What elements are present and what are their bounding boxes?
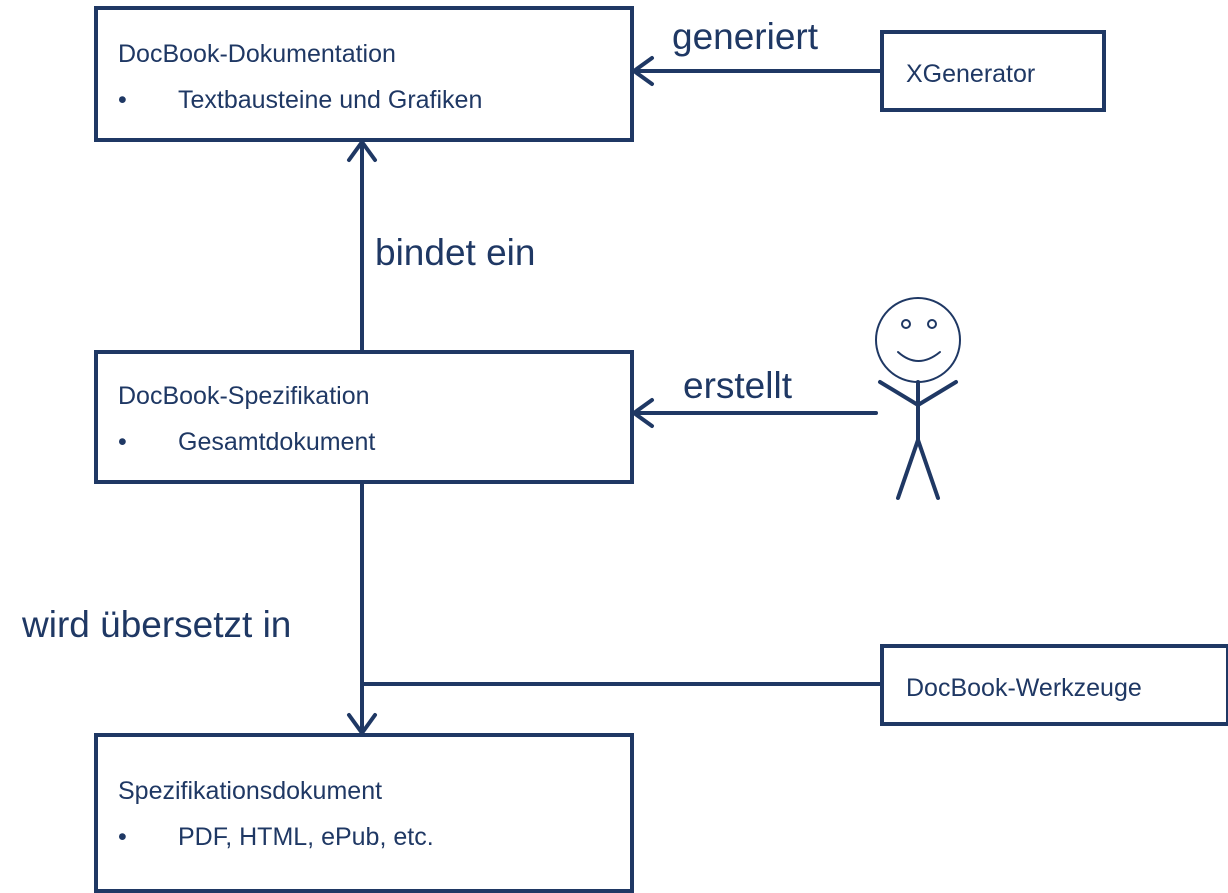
xgenerator-label: XGenerator bbox=[906, 60, 1036, 88]
edge-label-generiert: generiert bbox=[672, 16, 819, 57]
edge-label-uebersetzt: wird übersetzt in bbox=[22, 604, 292, 645]
connector-lines bbox=[347, 56, 961, 735]
arrowhead-erstellt bbox=[632, 398, 654, 428]
bullet-icon: • bbox=[118, 428, 127, 456]
bullet-icon: • bbox=[118, 823, 127, 851]
xgenerator-box: XGenerator bbox=[880, 30, 1106, 112]
docbook-specification-box: DocBook-Spezifikation • Gesamtdokument bbox=[94, 350, 634, 484]
stick-figure-icon bbox=[875, 297, 961, 500]
specification-document-item-text: PDF, HTML, ePub, etc. bbox=[178, 823, 434, 851]
docbook-documentation-title: DocBook-Dokumentation bbox=[118, 40, 396, 68]
docbook-tools-label: DocBook-Werkzeuge bbox=[906, 674, 1142, 702]
specification-document-title: Spezifikationsdokument bbox=[118, 777, 383, 805]
bullet-icon: • bbox=[118, 86, 127, 114]
docbook-documentation-box: DocBook-Dokumentation • Textbausteine un… bbox=[94, 6, 634, 142]
edge-label-erstellt: erstellt bbox=[683, 365, 792, 406]
edge-label-bindet-ein: bindet ein bbox=[375, 232, 536, 273]
docbook-tools-box: DocBook-Werkzeuge bbox=[880, 644, 1228, 726]
arrowhead-generiert bbox=[632, 56, 654, 86]
arrowhead-bindet-ein bbox=[347, 140, 377, 162]
specification-document-box: Spezifikationsdokument • PDF, HTML, ePub… bbox=[94, 733, 634, 893]
docbook-documentation-item-text: Textbausteine und Grafiken bbox=[178, 86, 483, 114]
docbook-specification-item-text: Gesamtdokument bbox=[178, 428, 376, 456]
docbook-specification-title: DocBook-Spezifikation bbox=[118, 382, 370, 410]
